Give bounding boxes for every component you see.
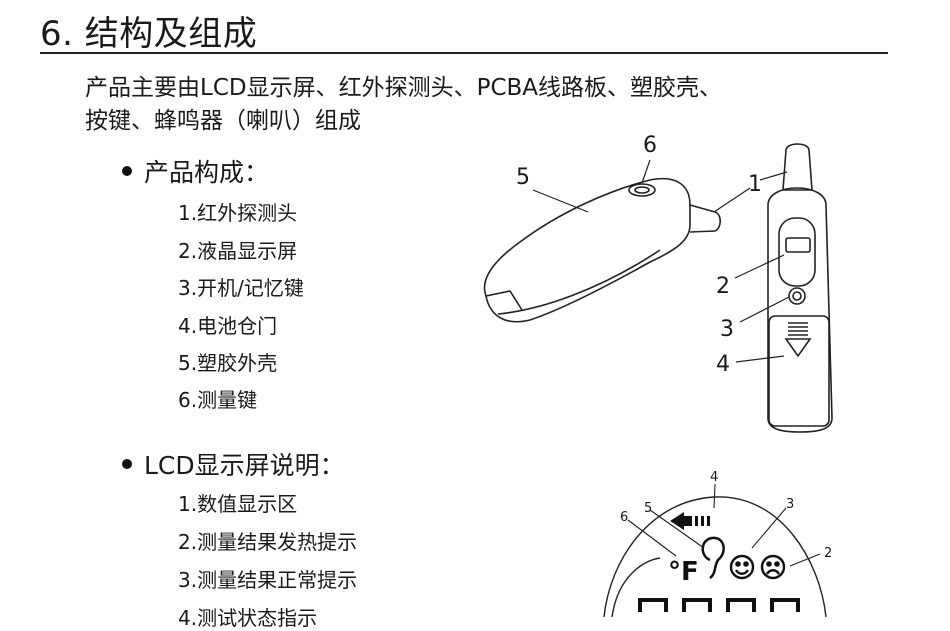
callout-line [739,296,790,323]
callout-label: 5 [516,165,530,190]
composition-item: 5.塑胶外壳 [178,351,278,375]
lcd-item: 3.测量结果正常提示 [178,568,358,592]
callout-line [789,553,821,567]
composition-item: 1.红外探测头 [178,201,298,225]
callout-line [627,519,677,557]
callout-label: 4 [710,470,718,485]
callout-line [713,483,716,509]
thermometer-front-view [767,143,833,433]
callout-label: 5 [644,501,652,516]
callout-label: 3 [786,497,794,512]
callout-line [532,189,589,213]
callout-label: 6 [643,133,657,158]
fahrenheit-symbol: °F [668,557,699,587]
lcd-item: 1.数值显示区 [178,492,298,516]
device-figure: 6 5 1 2 3 4 °F [483,133,833,617]
callout-line [759,171,788,181]
callout-label: 6 [620,510,628,525]
digit-display-segments [638,598,800,612]
callout-label: 4 [716,352,730,377]
intro-line-1: 产品主要由LCD显示屏、红外探测头、PCBA线路板、塑胶壳、 [85,75,723,101]
callout-line [713,187,751,213]
bullet-icon [122,459,132,469]
test-status-arrow-icon [670,512,710,530]
composition-item: 2.液晶显示屏 [178,239,298,263]
section-title: 6. 结构及组成 [40,14,258,54]
bullet-icon [122,166,132,176]
composition-item: 3.开机/记忆键 [178,276,304,300]
lcd-heading: LCD显示屏说明： [122,446,345,482]
ear-icon [701,536,725,580]
callout-label: 3 [720,317,734,342]
composition-heading-text: 产品构成： [144,158,270,187]
lcd-item: 2.测量结果发热提示 [178,530,358,554]
callout-line [649,509,705,549]
callout-line [734,254,785,279]
callout-label: 2 [716,274,730,299]
callout-line [641,159,651,184]
callout-label: 2 [824,546,832,561]
lcd-heading-text: LCD显示屏说明： [144,451,345,480]
callout-line [751,507,787,549]
composition-item: 6.测量键 [178,388,258,412]
lcd-detail-figure: °F 4 5 6 [603,470,832,617]
composition-item: 4.电池仓门 [178,314,278,338]
title-rule [40,52,888,54]
callout-label: 1 [748,172,762,197]
normal-face-icon [729,554,755,580]
callout-line [735,355,785,363]
thermometer-side-view [483,177,722,323]
intro-line-2: 按键、蜂鸣器（喇叭）组成 [85,108,361,134]
composition-heading: 产品构成： [122,153,269,189]
fever-face-icon [760,554,786,580]
